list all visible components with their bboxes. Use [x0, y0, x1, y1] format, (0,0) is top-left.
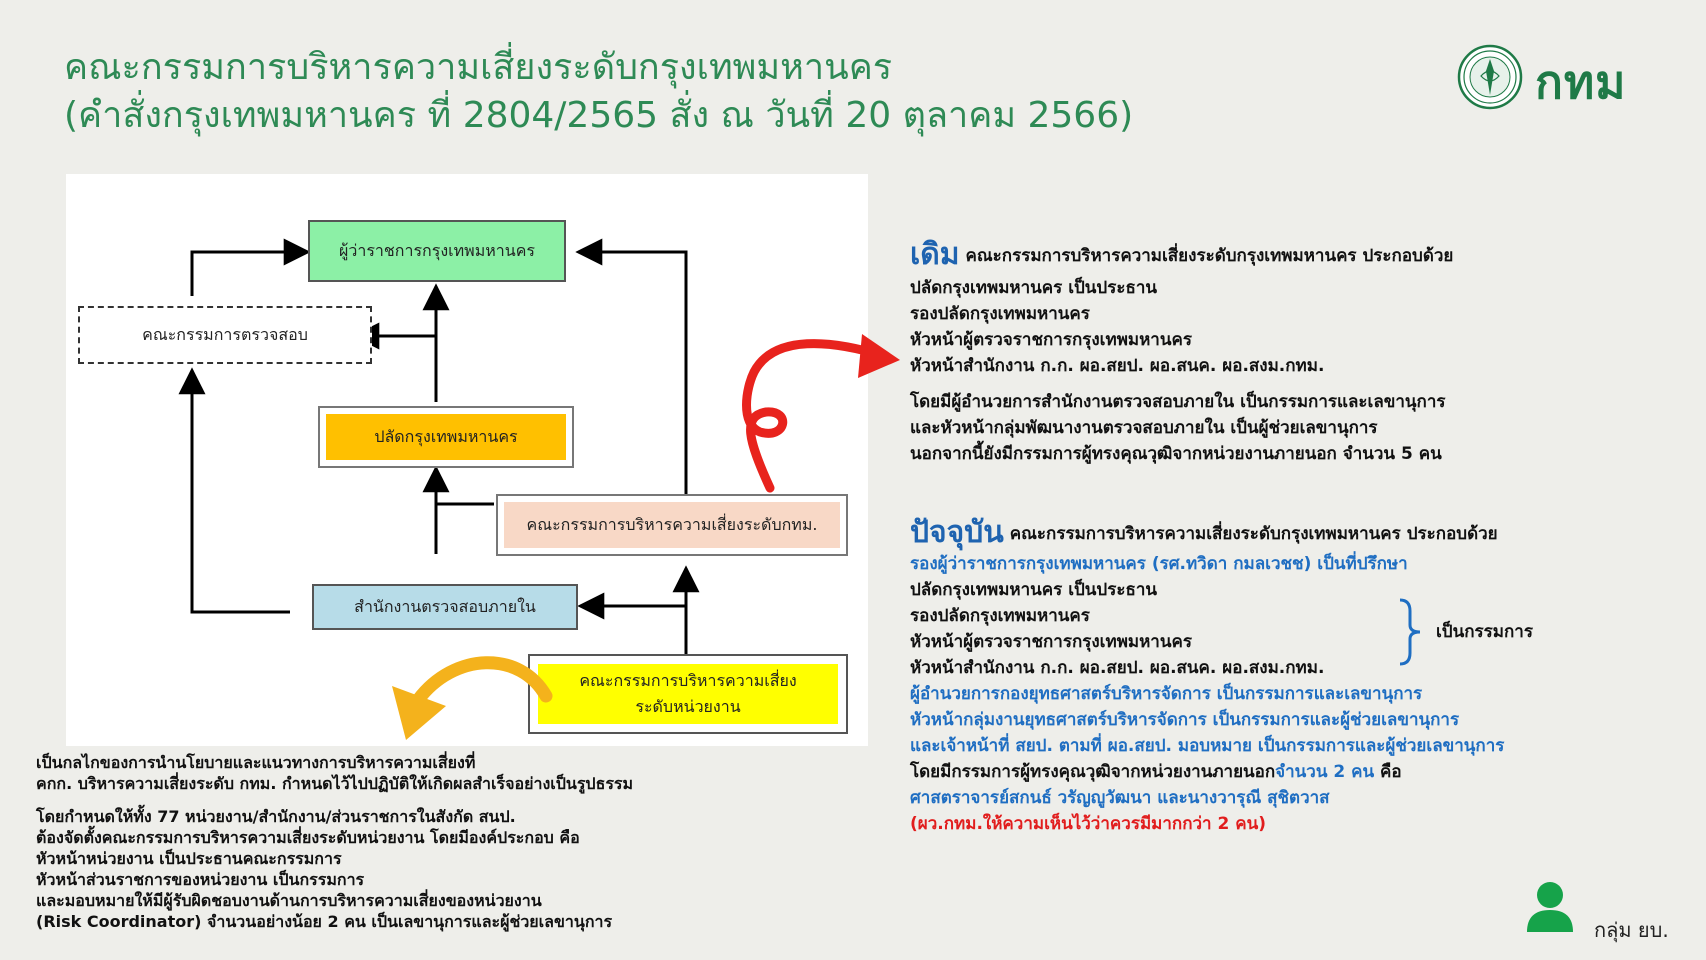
caption-line: (Risk Coordinator) จำนวนอย่างน้อย 2 คน เ… [36, 912, 613, 931]
caption-mechanism: เป็นกลไกของการนำนโยบายและแนวทางการบริหาร… [36, 752, 856, 794]
caption-line: และมอบหมายให้มีผู้รับผิดชอบงานด้านการบริ… [36, 891, 542, 910]
permanent-secretary-label: ปลัดกรุงเทพมหานคร [374, 427, 518, 446]
bracket-label: เป็นกรรมการ [1436, 622, 1533, 642]
old-note: นอกจากนี้ยังมีกรรมการผู้ทรงคุณวุฒิจากหน่… [910, 444, 1442, 464]
current-composition: ปัจจุบันคณะกรรมการบริหารความเสี่ยงระดับก… [910, 518, 1700, 837]
current-member: รองปลัดกรุงเทพมหานคร [910, 606, 1090, 626]
internal-audit-office-box: สำนักงานตรวจสอบภายใน [312, 584, 578, 630]
permanent-secretary-box: ปลัดกรุงเทพมหานคร [318, 406, 574, 468]
footer-label: กลุ่ม ยบ. [1594, 918, 1669, 942]
old-label: เดิม [910, 237, 960, 272]
current-external: โดยมีกรรมการผู้ทรงคุณวุฒิจากหน่วยงานภายน… [910, 759, 1700, 785]
old-note: โดยมีผู้อำนวยการสำนักงานตรวจสอบภายใน เป็… [910, 392, 1446, 412]
current-heading-text: คณะกรรมการบริหารความเสี่ยงระดับกรุงเทพมห… [1009, 524, 1498, 544]
unit-risk-committee-box: คณะกรรมการบริหารความเสี่ยง ระดับหน่วยงาน [528, 654, 848, 734]
title-line-2: (คำสั่งกรุงเทพมหานคร ที่ 2804/2565 สั่ง … [64, 95, 1134, 136]
current-secretary-line: หัวหน้ากลุ่มงานยุทธศาสตร์บริหารจัดการ เป… [910, 710, 1460, 730]
caption-line: หัวหน้าหน่วยงาน เป็นประธานคณะกรรมการ [36, 849, 342, 868]
old-note: และหัวหน้ากลุ่มพัฒนางานตรวจสอบภายใน เป็น… [910, 418, 1378, 438]
old-heading: เดิมคณะกรรมการบริหารความเสี่ยงระดับกรุงเ… [910, 240, 1700, 271]
caption-line: โดยกำหนดให้ทั้ง 77 หน่วยงาน/สำนักงาน/ส่ว… [36, 807, 516, 826]
members-bracket [1399, 598, 1421, 666]
caption-line: หัวหน้าส่วนราชการของหน่วยงาน เป็นกรรมการ [36, 870, 365, 889]
external-suffix: คือ [1380, 762, 1402, 782]
title-line-1: คณะกรรมการบริหารความเสี่ยงระดับกรุงเทพมห… [64, 47, 893, 88]
person-icon [1527, 882, 1573, 932]
internal-audit-office-label: สำนักงานตรวจสอบภายใน [354, 597, 536, 616]
old-member: หัวหน้าสำนักงาน ก.ก. ผอ.สยป. ผอ.สนค. ผอ.… [910, 356, 1325, 376]
external-prefix: โดยมีกรรมการผู้ทรงคุณวุฒิจากหน่วยงานภายน… [910, 762, 1276, 782]
unit-risk-committee-label-1: คณะกรรมการบริหารความเสี่ยง [579, 671, 797, 690]
current-label: ปัจจุบัน [910, 515, 1004, 550]
old-member: ปลัดกรุงเทพมหานคร เป็นประธาน [910, 278, 1158, 298]
old-member: รองปลัดกรุงเทพมหานคร [910, 304, 1090, 324]
bma-seal-icon [1457, 44, 1523, 110]
current-secretary-line: และเจ้าหน้าที่ สยป. ตามที่ ผอ.สยป. มอบหม… [910, 736, 1505, 756]
governor-box: ผู้ว่าราชการกรุงเทพมหานคร [308, 220, 566, 282]
audit-committee-box: คณะกรรมการตรวจสอบ [78, 306, 372, 364]
page-title: คณะกรรมการบริหารความเสี่ยงระดับกรุงเทพมห… [64, 44, 1364, 140]
current-advisor: รองผู้ว่าราชการกรุงเทพมหานคร (รศ.ทวิดา ก… [910, 554, 1408, 574]
caption-line: คกก. บริหารความเสี่ยงระดับ กทม. กำหนดไว้… [36, 774, 634, 793]
caption-line: ต้องจัดตั้งคณะกรรมการบริหารความเสี่ยงระด… [36, 828, 580, 847]
old-member: หัวหน้าผู้ตรวจราชการกรุงเทพมหานคร [910, 330, 1192, 350]
bma-risk-committee-box: คณะกรรมการบริหารความเสี่ยงระดับกทม. [496, 494, 848, 556]
footer-group: กลุ่ม ยบ. [1524, 880, 1694, 942]
current-heading: ปัจจุบันคณะกรรมการบริหารความเสี่ยงระดับก… [910, 518, 1700, 549]
current-experts: ศาสตราจารย์สกนธ์ วรัญญูวัฒนา และนางวารุณ… [910, 788, 1330, 808]
current-note: (ผว.กทม.ให้ความเห็นไว้ว่าควรมีมากกว่า 2 … [910, 814, 1267, 834]
old-composition: เดิมคณะกรรมการบริหารความเสี่ยงระดับกรุงเ… [910, 240, 1700, 467]
unit-risk-committee-label-2: ระดับหน่วยงาน [635, 697, 741, 716]
caption-units: โดยกำหนดให้ทั้ง 77 หน่วยงาน/สำนักงาน/ส่ว… [36, 806, 856, 932]
audit-committee-label: คณะกรรมการตรวจสอบ [142, 325, 308, 344]
org-chart-panel: ผู้ว่าราชการกรุงเทพมหานคร คณะกรรมการตรวจ… [66, 174, 868, 746]
old-heading-text: คณะกรรมการบริหารความเสี่ยงระดับกรุงเทพมห… [965, 246, 1454, 266]
current-member: ปลัดกรุงเทพมหานคร เป็นประธาน [910, 580, 1158, 600]
caption-line: เป็นกลไกของการนำนโยบายและแนวทางการบริหาร… [36, 753, 476, 772]
logo-text: กทม [1535, 55, 1627, 109]
governor-label: ผู้ว่าราชการกรุงเทพมหานคร [338, 241, 535, 260]
current-secretary-line: ผู้อำนวยการกองยุทธศาสตร์บริหารจัดการ เป็… [910, 684, 1423, 704]
current-member: หัวหน้าผู้ตรวจราชการกรุงเทพมหานคร [910, 632, 1192, 652]
bma-logo: กทม [1455, 42, 1670, 112]
bma-risk-committee-label: คณะกรรมการบริหารความเสี่ยงระดับกทม. [526, 515, 818, 534]
current-member: หัวหน้าสำนักงาน ก.ก. ผอ.สยป. ผอ.สนค. ผอ.… [910, 658, 1325, 678]
external-count: จำนวน 2 คน [1275, 762, 1375, 782]
